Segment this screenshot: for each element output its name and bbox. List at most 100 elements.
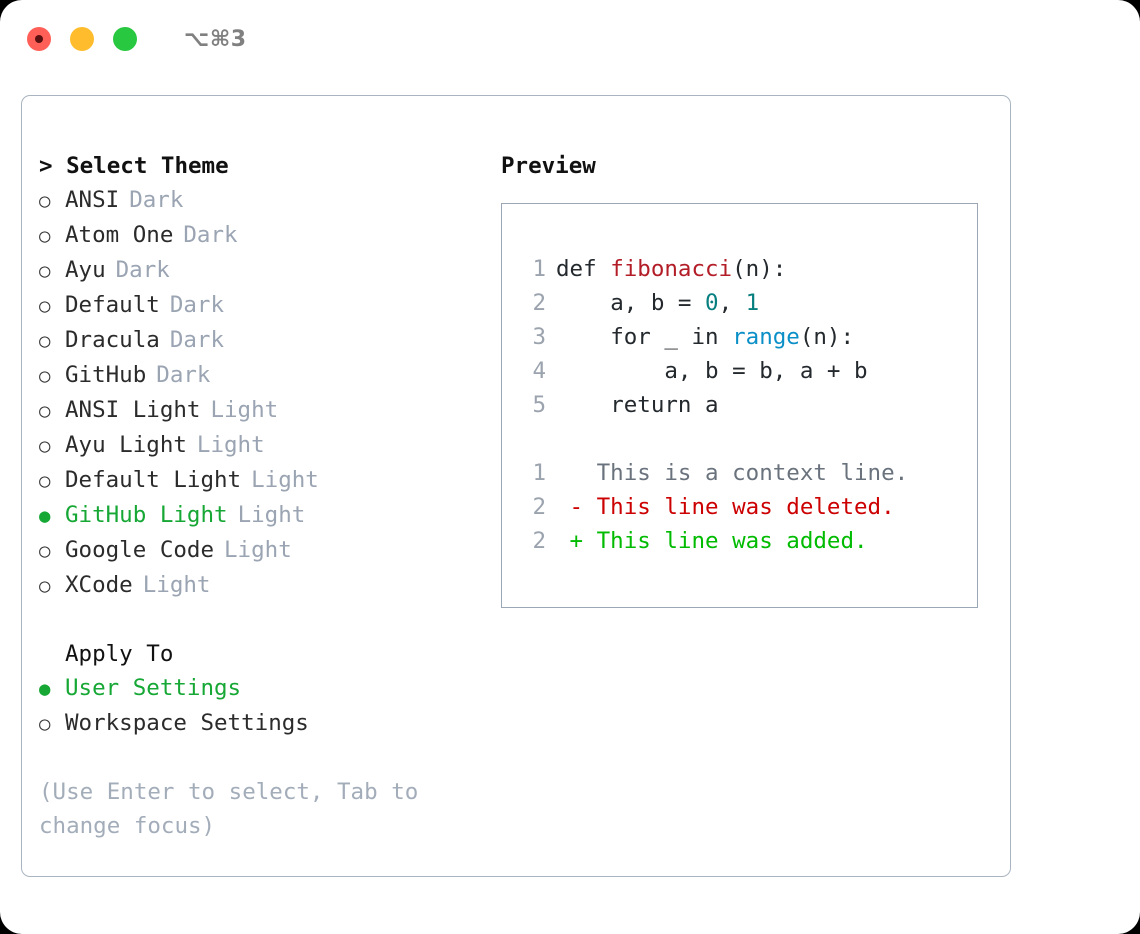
radio-unselected-icon: ○: [39, 540, 51, 562]
radio-unselected-icon: ○: [39, 713, 51, 735]
apply-to-header: Apply To: [65, 641, 174, 667]
diff-line-number: 2: [532, 494, 546, 520]
code-token-plain: a, b = b, a + b: [664, 358, 868, 384]
theme-option-variant-tag: Light: [196, 432, 265, 458]
diff-sample: 1 This is a context line.2 - This line w…: [522, 456, 977, 558]
traffic-lights: [27, 27, 137, 51]
radio-unselected-icon: ○: [39, 225, 51, 247]
theme-option-variant-tag: Dark: [169, 327, 225, 353]
theme-option-variant-tag: Light: [210, 397, 279, 423]
preview-header: Preview: [501, 153, 596, 179]
code-line: 1 def fibonacci(n):: [522, 252, 977, 286]
theme-option-item[interactable]: ○ ANSI Light Light: [39, 393, 489, 428]
theme-option-label: GitHub: [65, 362, 147, 388]
line-number: 2: [532, 290, 546, 316]
code-token-plain: def: [556, 256, 611, 282]
diff-line: 2 + This line was added.: [522, 524, 977, 558]
theme-option-item[interactable]: ● GitHub Light Light: [39, 498, 489, 533]
theme-option-label: ANSI: [65, 187, 120, 213]
theme-option-label: Default: [65, 292, 160, 318]
select-theme-header: > Select Theme: [39, 153, 229, 179]
recording-indicator-dot: [35, 35, 43, 43]
theme-option-label: XCode: [65, 572, 133, 598]
code-token-plain: a, b =: [610, 290, 706, 316]
minimize-button-icon[interactable]: [70, 27, 94, 51]
diff-line: 2 - This line was deleted.: [522, 490, 977, 524]
line-number: 4: [532, 358, 546, 384]
theme-option-label: Dracula: [65, 327, 160, 353]
radio-unselected-icon: ○: [39, 295, 51, 317]
code-line: 2 a, b = 0, 1: [522, 286, 977, 320]
line-number: 5: [532, 392, 546, 418]
radio-unselected-icon: ○: [39, 365, 51, 387]
apply-option-item[interactable]: ○ Workspace Settings: [39, 706, 489, 741]
theme-option-item[interactable]: ○ Default Dark: [39, 288, 489, 323]
radio-selected-icon: ●: [39, 678, 51, 700]
theme-option-variant-tag: Dark: [183, 222, 238, 248]
theme-option-variant-tag: Dark: [169, 292, 225, 318]
theme-option-item[interactable]: ○ Dracula Dark: [39, 323, 489, 358]
maximize-button-icon[interactable]: [113, 27, 137, 51]
radio-unselected-icon: ○: [39, 330, 51, 352]
diff-line-number: 1: [532, 460, 546, 486]
diff-line: 1 This is a context line.: [522, 456, 977, 490]
theme-option-item[interactable]: ○ ANSI Dark: [39, 183, 489, 218]
theme-option-item[interactable]: ○ Ayu Light Light: [39, 428, 489, 463]
code-token-plain: (n):: [799, 324, 855, 350]
radio-unselected-icon: ○: [39, 470, 51, 492]
theme-option-variant-tag: Dark: [129, 187, 184, 213]
theme-option-variant-tag: Light: [224, 537, 292, 563]
code-line: 5 return a: [522, 388, 977, 422]
apply-option-label: User Settings: [65, 675, 242, 701]
theme-option-item[interactable]: ○ Atom One Dark: [39, 218, 489, 253]
radio-unselected-icon: ○: [39, 435, 51, 457]
radio-unselected-icon: ○: [39, 575, 51, 597]
theme-option-item[interactable]: ○ XCode Light: [39, 568, 489, 603]
diff-line-context: This is a context line.: [556, 460, 909, 486]
theme-option-variant-tag: Light: [142, 572, 211, 598]
keyboard-hint-text: (Use Enter to select, Tab to change focu…: [39, 779, 419, 839]
line-number: 3: [532, 324, 546, 350]
theme-option-variant-tag: Dark: [115, 257, 170, 283]
window-title: ⌥⌘3: [184, 26, 247, 52]
theme-option-variant-tag: Dark: [156, 362, 211, 388]
code-token-number: 0: [705, 290, 719, 316]
theme-option-item[interactable]: ○ Default Light Light: [39, 463, 489, 498]
theme-option-variant-tag: Light: [251, 467, 319, 493]
code-line: 3 for _ in range(n):: [522, 320, 977, 354]
code-token-builtin: range: [732, 324, 800, 350]
theme-option-item[interactable]: ○ GitHub Dark: [39, 358, 489, 393]
theme-option-label: Ayu Light: [65, 432, 187, 458]
theme-option-label: GitHub Light: [65, 502, 228, 528]
apply-option-label: Workspace Settings: [65, 710, 309, 736]
close-button-icon[interactable]: [27, 27, 51, 51]
diff-line-number: 2: [532, 528, 546, 554]
code-line: 4 a, b = b, a + b: [522, 354, 977, 388]
radio-unselected-icon: ○: [39, 400, 51, 422]
code-token-plain: for _ in: [610, 324, 733, 350]
line-number: 1: [532, 256, 546, 282]
code-token-plain: return a: [610, 392, 719, 418]
diff-line-added: + This line was added.: [556, 528, 868, 554]
theme-option-label: Atom One: [65, 222, 174, 248]
code-token-plain: (n):: [732, 256, 787, 282]
apply-to-list[interactable]: ● User Settings ○ Workspace Settings: [39, 671, 489, 741]
theme-option-label: ANSI Light: [65, 397, 201, 423]
radio-unselected-icon: ○: [39, 190, 51, 212]
theme-option-label: Default Light: [65, 467, 242, 493]
code-token-function: fibonacci: [610, 256, 733, 282]
theme-option-variant-tag: Light: [237, 502, 306, 528]
diff-line-deleted: - This line was deleted.: [556, 494, 895, 520]
radio-selected-icon: ●: [39, 505, 51, 527]
theme-option-label: Ayu: [65, 257, 106, 283]
apply-option-item[interactable]: ● User Settings: [39, 671, 489, 706]
